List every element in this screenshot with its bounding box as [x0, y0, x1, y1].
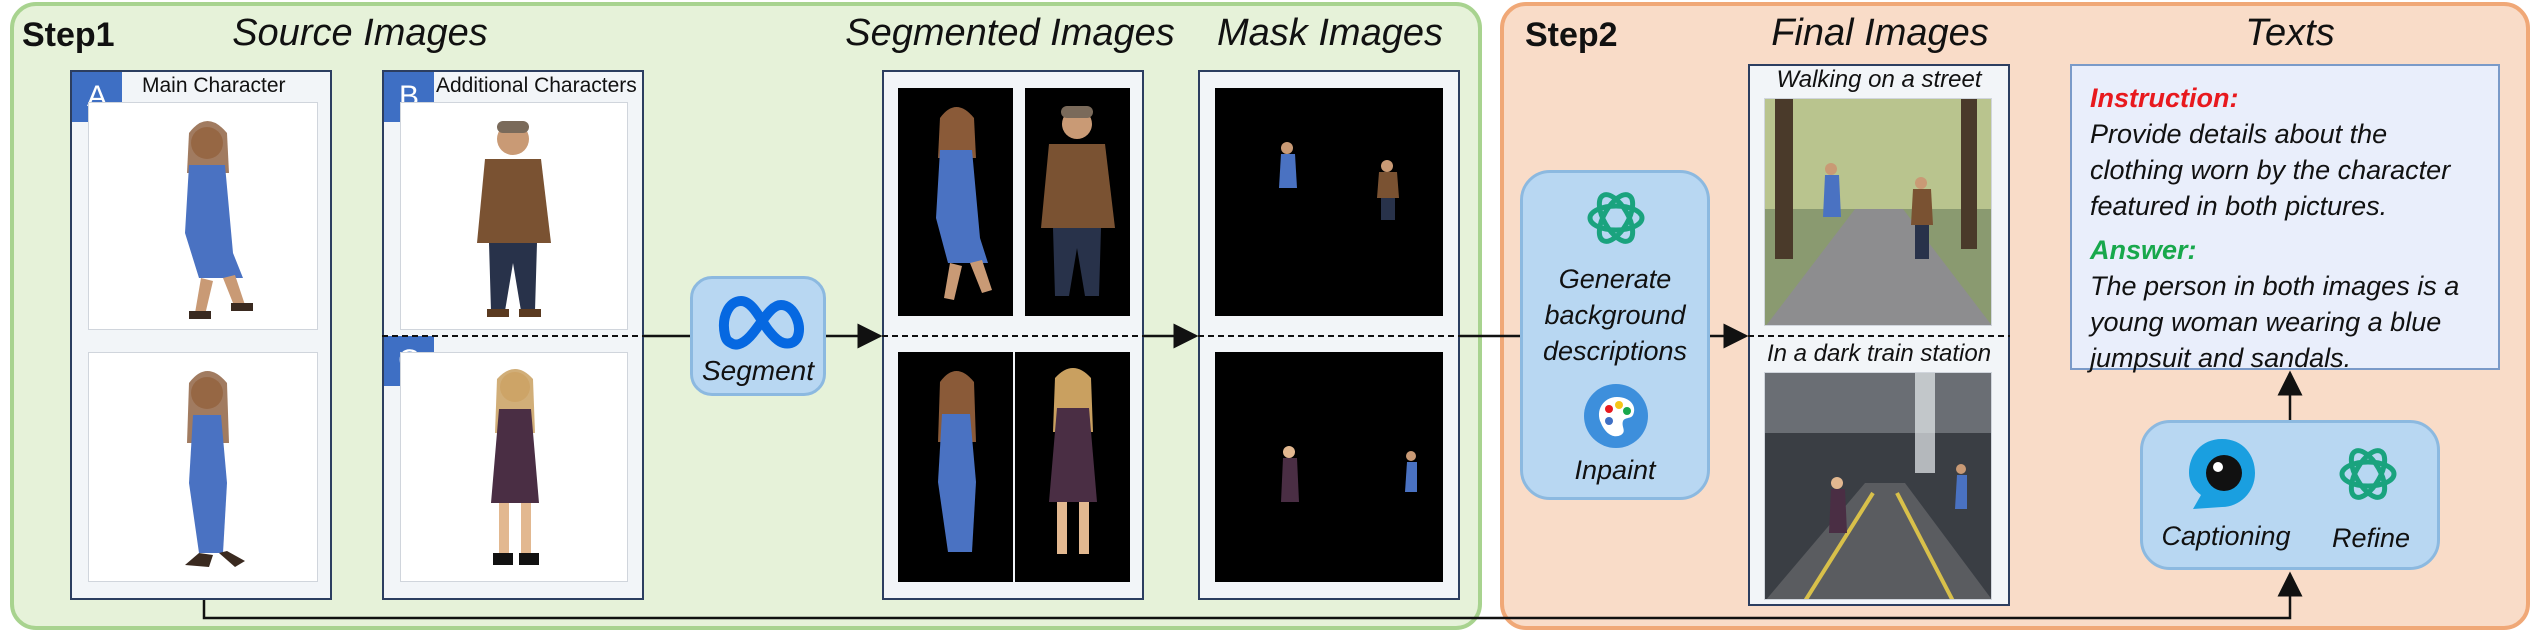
final-bottom-caption: In a dark train station: [1766, 340, 1992, 367]
final-photo-street: [1764, 98, 1992, 326]
meta-infinity-icon: [719, 296, 804, 350]
segmented-woman-purple: [1049, 368, 1097, 554]
paint-palette-icon: [1584, 384, 1648, 448]
generate-line-3: descriptions: [1542, 336, 1688, 366]
openai-knot-icon-refine: [2339, 448, 2397, 500]
figure-woman-blue-jumpsuit-2: [185, 371, 245, 567]
street-scene: [1765, 99, 1991, 325]
arrow-source-to-captioning: [202, 571, 2303, 620]
segmented-photo-2: [1025, 88, 1130, 316]
mask-two-figures-2: [1281, 446, 1417, 502]
additional-character-photo-1: [400, 102, 628, 330]
mask-two-figures: [1279, 142, 1399, 220]
instruction-label: Instruction:: [2090, 83, 2239, 113]
main-character-photo-1: [88, 102, 318, 330]
source-images-title: Source Images: [232, 12, 488, 54]
openai-knot-icon: [1587, 192, 1645, 244]
final-top-caption: Walking on a street: [1776, 66, 1982, 93]
mask-photo-2: [1215, 352, 1443, 582]
generate-line-2: background: [1544, 300, 1686, 330]
answer-line-1: The person in both images is a: [2090, 271, 2460, 301]
answer-label: Answer:: [2090, 235, 2197, 265]
figure-woman-blue-jumpsuit-1: [185, 121, 253, 319]
captioning-refine-box: Captioning Refine: [2140, 420, 2440, 570]
mask-photo-1: [1215, 88, 1443, 316]
figure-man-brown-jacket: [477, 121, 551, 317]
segment-box: Segment: [690, 276, 826, 396]
segmented-woman-1: [936, 107, 992, 300]
inpaint-label: Inpaint: [1574, 455, 1656, 485]
segmented-photo-3: [898, 352, 1013, 582]
additional-characters-caption: Additional Characters: [436, 74, 637, 97]
step1-label: Step1: [22, 16, 115, 54]
eye-icon: [2189, 439, 2255, 509]
generate-label: Generate background descriptions: [1523, 261, 1707, 369]
segment-label: Segment: [701, 355, 815, 386]
figure-woman-purple-dress: [491, 369, 539, 565]
answer-line-3: jumpsuit and sandals.: [2090, 343, 2352, 373]
train-station-scene: [1765, 373, 1991, 599]
generate-inpaint-box: Generate background descriptions Inpaint: [1520, 170, 1710, 500]
main-character-caption: Main Character: [142, 74, 286, 97]
refine-label: Refine: [2331, 523, 2411, 553]
main-character-photo-2: [88, 352, 318, 582]
additional-character-photo-2: [400, 352, 628, 582]
final-photo-train-station: [1764, 372, 1992, 600]
segmented-photo-4: [1015, 352, 1130, 582]
segmented-images-title: Segmented Images: [845, 12, 1175, 54]
texts-title: Texts: [2245, 12, 2335, 54]
answer-line-2: young woman wearing a blue: [2090, 307, 2442, 337]
mask-images-title: Mask Images: [1217, 12, 1443, 54]
texts-box: Instruction: Provide details about the c…: [2070, 64, 2500, 373]
instruction-line-3: featured in both pictures.: [2090, 191, 2388, 221]
step2-label: Step2: [1525, 16, 1618, 54]
final-images-title: Final Images: [1771, 12, 1989, 54]
segmented-woman-2: [938, 371, 976, 552]
segmented-photo-1: [898, 88, 1013, 316]
generate-line-1: Generate: [1558, 264, 1672, 294]
segmented-man: [1041, 106, 1115, 296]
captioning-label: Captioning: [2161, 521, 2291, 551]
instruction-line-1: Provide details about the: [2090, 119, 2388, 149]
instruction-line-2: clothing worn by the character: [2090, 155, 2451, 185]
